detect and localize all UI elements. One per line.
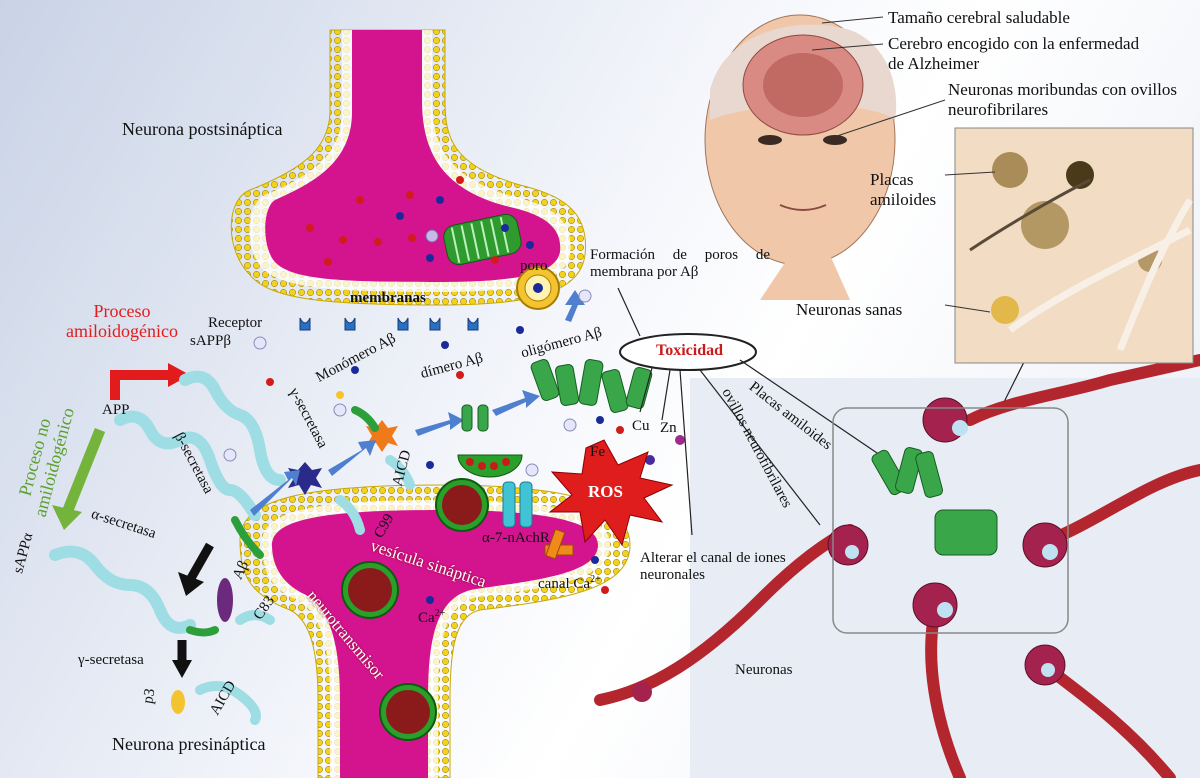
toxicity-ellipse (619, 333, 757, 371)
calcium-channel-icon (544, 528, 574, 560)
beta-secretase-star-icon (288, 462, 322, 495)
gamma-secretase-left-label: γ-secretasa (78, 652, 144, 668)
amyloid-plaques-label: Placas amiloides (870, 170, 937, 209)
ros-burst-icon (548, 439, 674, 547)
healthy-brain-label: Tamaño cerebral saludable (888, 8, 1070, 27)
ca-channel-text: canal Ca (538, 576, 591, 592)
ca-channel-label: canal Ca2+ (538, 574, 601, 593)
pore-label: poro (520, 258, 548, 274)
sappb-label: sAPPβ (190, 333, 231, 349)
alpha7-label: α-7-nAchR (482, 530, 550, 546)
microscopy-inset (954, 127, 1194, 364)
inset-pointers (811, 16, 996, 313)
app-label: APP (102, 402, 130, 418)
amyloid-aggregate (457, 454, 523, 478)
pore-icon (516, 266, 560, 310)
alpha7-nachr-channel-icon (502, 481, 533, 528)
pore-formation-label: Formación de poros de membrana por Aβ (590, 247, 770, 280)
ca-ion-charge: 2+ (434, 608, 446, 619)
ros-label: ROS (588, 482, 623, 501)
postsynaptic-neuron (230, 29, 587, 306)
scattered-molecules (223, 289, 685, 594)
shrunk-brain-label: Cerebro encogido con la enfermedad de Al… (888, 34, 1140, 73)
ca-ion-label: Ca2+ (418, 608, 445, 627)
receptors (299, 317, 479, 331)
focus-box (832, 407, 1069, 634)
plaque-fibrils (871, 447, 998, 556)
app-processing-pathway (49, 363, 415, 725)
ca-ion-text: Ca (418, 610, 435, 626)
vesicle-icon (341, 561, 399, 619)
intracellular-particles (306, 176, 534, 266)
toxicity-label: Toxicidad (656, 342, 723, 359)
vesicle-icon (379, 683, 437, 741)
cu-label: Cu (632, 418, 650, 434)
dying-neurons-label: Neuronas moribundas con ovillos neurofib… (948, 80, 1177, 119)
healthy-neurons-label: Neuronas sanas (796, 300, 903, 319)
ca-channel-charge: 2+ (590, 574, 601, 585)
pointer-arrows (617, 287, 1041, 536)
postsynaptic-label: Neurona postsináptica (122, 119, 283, 139)
amyloid-oligomers (351, 359, 653, 432)
alter-channel-label: Alterar el canal de iones neuronales (640, 550, 786, 583)
zn-label: Zn (660, 420, 677, 436)
neuron-bodies (632, 397, 1068, 702)
head-illustration (704, 14, 897, 300)
aggregation-arrows (250, 290, 585, 516)
neuron-network (594, 354, 1200, 778)
presynaptic-neuron (239, 478, 631, 778)
fe-label: Fe (590, 444, 605, 460)
neurons-label: Neuronas (735, 662, 793, 678)
membranes-label: membranas (350, 290, 426, 306)
synaptic-vesicle-icon (435, 478, 489, 532)
receptor-label: Receptor (208, 315, 263, 331)
p3-label: p3 (140, 687, 159, 705)
amyloidogenic-label: Proceso amiloidogénico (66, 301, 178, 341)
presynaptic-label: Neurona presináptica (112, 734, 266, 754)
